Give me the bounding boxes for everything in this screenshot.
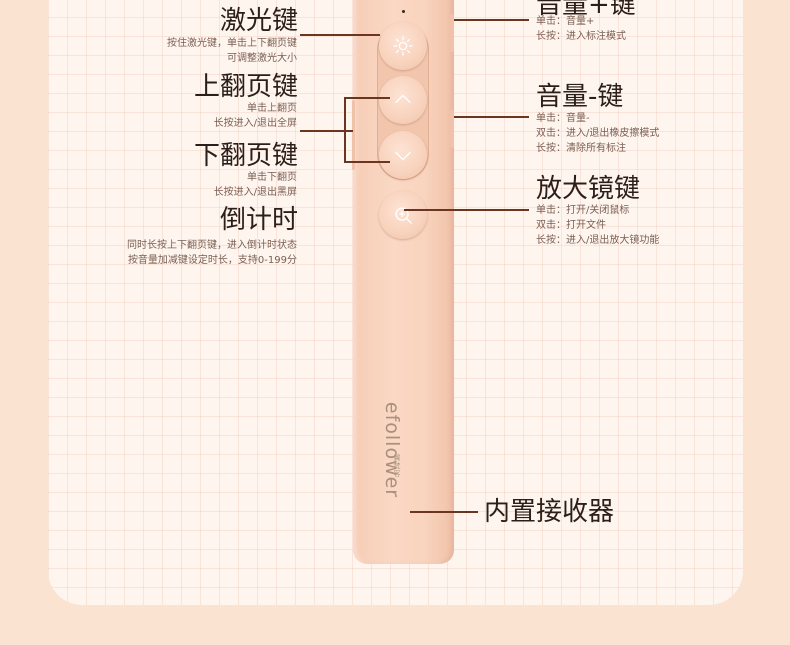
- page-up-title: 上翻页键: [193, 72, 298, 102]
- laser-connector: [300, 34, 380, 36]
- chevron-up-icon: [395, 94, 411, 104]
- magnifier-connector: [404, 209, 529, 211]
- laser-button[interactable]: [379, 22, 427, 70]
- volume-up-desc-line: 单击：音量+: [536, 16, 595, 27]
- laser-desc: 按住激光键，单击上下翻页键 可调整激光大小: [167, 36, 297, 66]
- page-down-title: 下翻页键: [193, 141, 298, 171]
- page-down-desc: 单击下翻页 长按进入/退出黑屏: [214, 170, 297, 200]
- indicator-light: [402, 10, 405, 13]
- volume-down-desc-line: 单击：音量-: [536, 113, 590, 124]
- magnifier-desc-line: 双击：打开文件: [536, 220, 606, 231]
- page-down-desc-line: 单击下翻页: [247, 172, 297, 183]
- volume-up-title: 音量+键: [536, 0, 636, 20]
- volume-down-desc: 单击：音量- 双击：进入/退出橡皮擦模式 长按：清除所有标注: [536, 111, 659, 156]
- magnifier-desc-line: 单击：打开/关闭鼠标: [536, 205, 630, 216]
- left-side-ridge: [352, 100, 355, 170]
- page-up-desc: 单击上翻页 长按进入/退出全屏: [214, 101, 297, 131]
- laser-desc-line: 可调整激光大小: [227, 53, 297, 64]
- volume-up-desc-line: 长按：进入标注模式: [536, 31, 626, 42]
- countdown-desc-line: 按音量加减键设定时长，支持0-199分: [127, 255, 297, 266]
- page-up-desc-line: 长按进入/退出全屏: [213, 118, 297, 129]
- brand-sub: 翼梵客: [393, 454, 401, 478]
- page-down-desc-line: 长按进入/退出黑屏: [213, 187, 297, 198]
- page-bracket-bottom: [344, 161, 390, 163]
- volume-up-connector: [454, 19, 529, 21]
- receiver-connector: [410, 511, 478, 513]
- receiver-title: 内置接收器: [484, 497, 615, 527]
- magnifier-plus-icon: [395, 207, 412, 224]
- page-up-button[interactable]: [379, 76, 427, 124]
- countdown-desc-line: 同时长按上下翻页键，进入倒计时状态: [127, 240, 297, 251]
- magnifier-desc-line: 长按：进入/退出放大镜功能: [536, 235, 660, 246]
- magnifier-button[interactable]: [379, 191, 427, 239]
- laser-title: 激光键: [219, 6, 298, 36]
- page-bracket-vertical: [344, 97, 346, 163]
- volume-down-desc-line: 长按：清除所有标注: [536, 143, 626, 154]
- page-bracket-top: [344, 97, 390, 99]
- countdown-desc: 同时长按上下翻页键，进入倒计时状态 按音量加减键设定时长，支持0-199分: [127, 238, 297, 268]
- chevron-down-icon: [395, 151, 411, 161]
- volume-down-connector: [454, 116, 529, 118]
- volume-down-title: 音量-键: [536, 82, 624, 112]
- page-down-button[interactable]: [379, 131, 427, 179]
- volume-up-desc: 单击：音量+ 长按：进入标注模式: [536, 14, 626, 44]
- magnifier-desc: 单击：打开/关闭鼠标 双击：打开文件 长按：进入/退出放大镜功能: [536, 203, 659, 248]
- page-up-desc-line: 单击上翻页: [247, 103, 297, 114]
- magnifier-title: 放大镜键: [536, 174, 641, 204]
- volume-down-side-button[interactable]: [450, 110, 454, 148]
- countdown-title: 倒计时: [219, 205, 298, 235]
- volume-up-side-button[interactable]: [450, 14, 454, 52]
- page-up-connector: [300, 130, 353, 132]
- laser-sun-icon: [393, 36, 413, 56]
- laser-desc-line: 按住激光键，单击上下翻页键: [167, 38, 297, 49]
- volume-down-desc-line: 双击：进入/退出橡皮擦模式: [536, 128, 660, 139]
